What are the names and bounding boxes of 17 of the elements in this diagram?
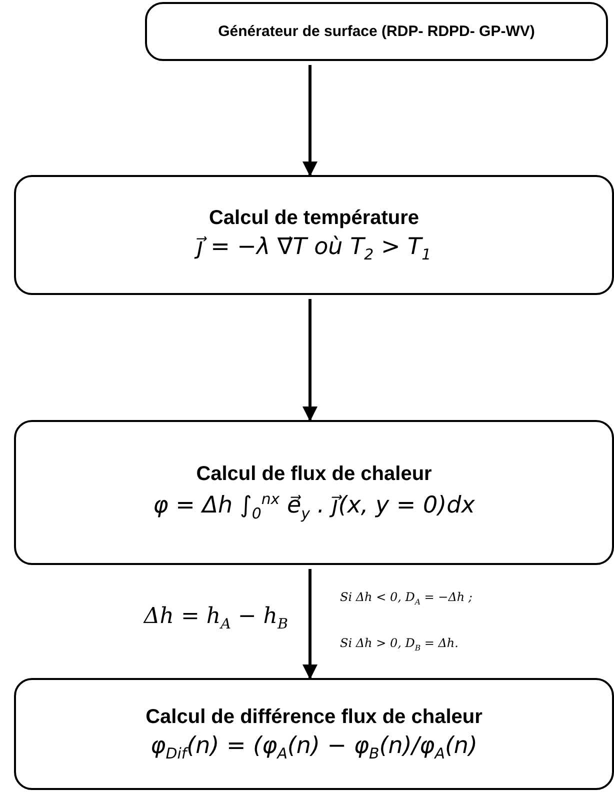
arrow [302,299,318,422]
process-box [145,2,608,61]
step-title: Calcul de différence flux de chaleur [146,706,482,729]
process-box [14,678,614,790]
process-box [14,175,614,295]
condition-note: Si Δh < 0, D$_{A}$ = −Δh ; [340,590,472,606]
arrow [302,569,318,680]
process-box [14,420,614,565]
condition-note: Si Δh > 0, D$_{B}$ = Δh. [340,636,458,652]
formula: φ$_{Dif}$(n) = (φ$_{A}$(n) − φ$_{B}$(n)/φ$_{A}$(n) [150,732,478,762]
step-title: Générateur de surface (RDP- RDPD- GP-WV) [218,23,535,40]
formula: φ = Δh ∫$_{0}$$^{nx}$ e⃗$_{y}$ . j⃗(x, y = 0)dx [153,490,475,522]
step-title: Calcul de flux de chaleur [196,462,432,486]
edge-label: Δh = h$_{A}$ − h$_{B}$ [144,604,288,632]
arrow [302,65,318,176]
formula: j⃗ = −λ ∇⃗T où T$_{2}$ > T$_{1}$ [196,234,432,264]
step-title: Calcul de température [208,206,420,230]
